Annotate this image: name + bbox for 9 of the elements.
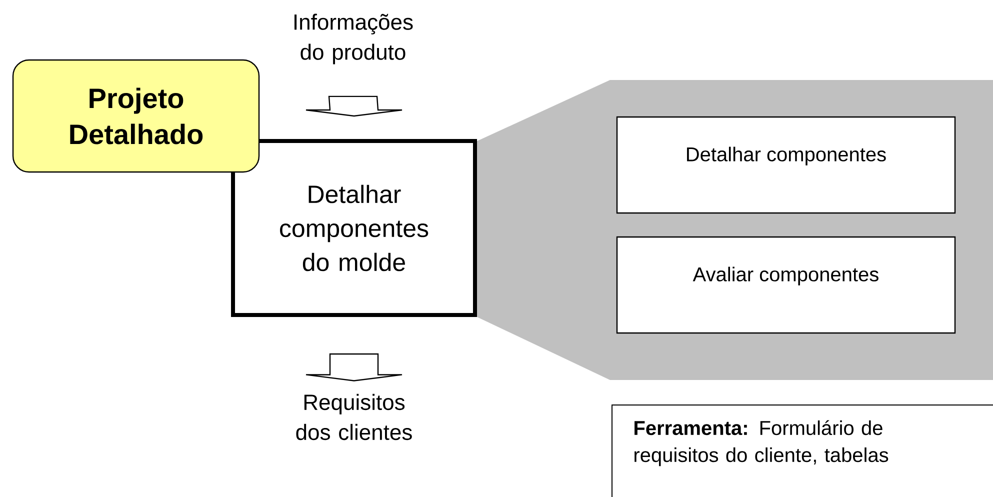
- flow-label: Informações do produto: [294, 14, 413, 64]
- note-box: Ferramenta: Formulário de requisitos do cliente, tabelas: [612, 404, 993, 497]
- task-box: Avaliar componentes: [616, 236, 956, 334]
- process-box: Detalhar componentes do molde: [231, 139, 477, 317]
- flow-label: Requisitos dos clientes: [296, 394, 412, 440]
- hollow-arrow: [305, 353, 403, 382]
- task-box: Detalhar componentes: [616, 116, 956, 214]
- stage-box: Projeto Detalhado: [12, 59, 260, 173]
- hollow-arrow: [305, 96, 403, 117]
